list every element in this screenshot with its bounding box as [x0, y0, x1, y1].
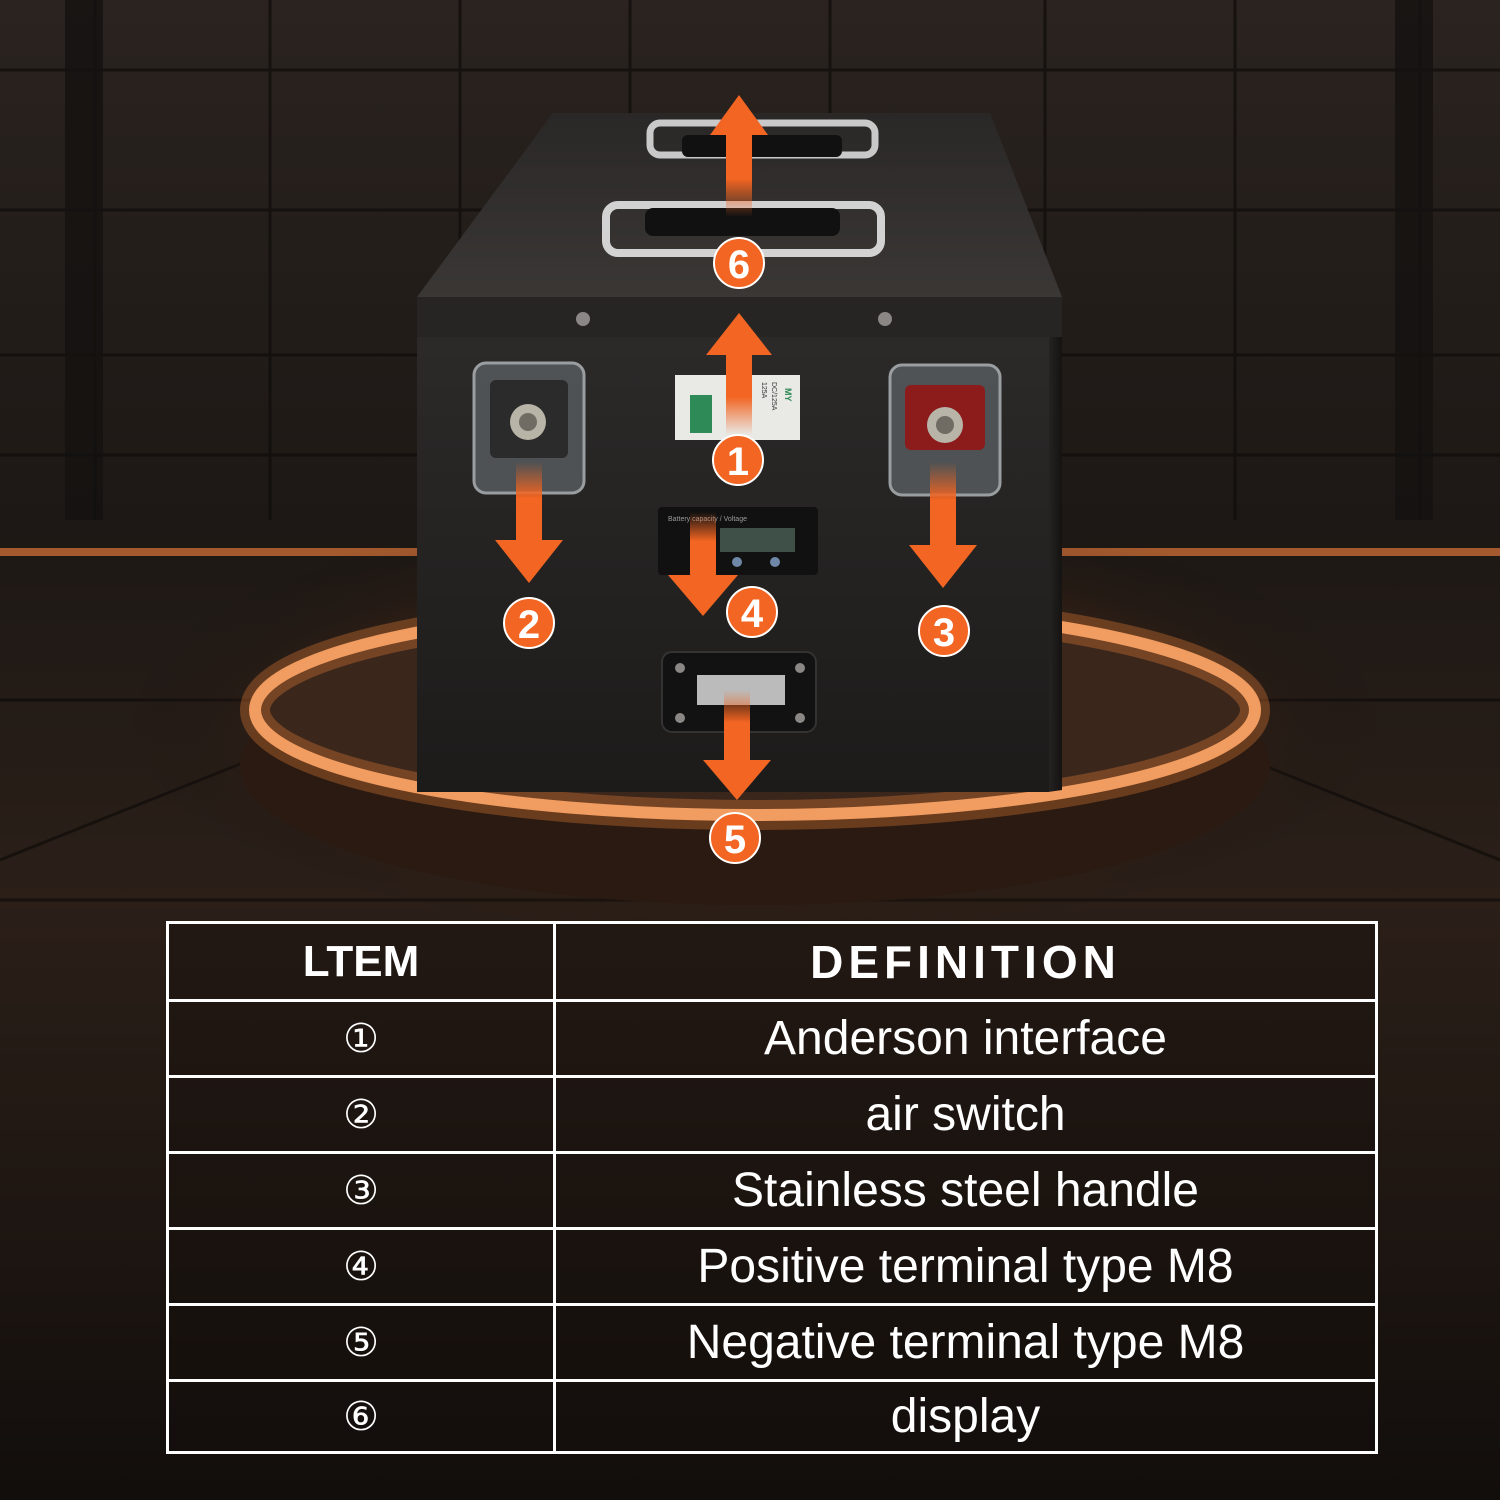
- wall-pillar: [65, 0, 103, 520]
- row-definition: Positive terminal type M8: [697, 1240, 1234, 1293]
- row-definition: display: [890, 1390, 1041, 1443]
- row-item-number: ⑤: [343, 1319, 379, 1366]
- row-item-number: ④: [343, 1243, 379, 1290]
- table-row: ① Anderson interface: [169, 999, 1375, 1075]
- spec-table: LTEM DEFINITION ① Anderson interface ② a…: [166, 921, 1378, 1454]
- svg-text:5: 5: [724, 818, 746, 862]
- capacity-display: Battery capacity / Voltage: [658, 507, 818, 575]
- box-side: [1048, 297, 1062, 792]
- svg-text:4: 4: [741, 592, 764, 636]
- row-definition: air switch: [865, 1088, 1066, 1141]
- callout-arrow-6: [710, 95, 768, 217]
- switch-rating-label: DC/125A: [770, 382, 777, 411]
- row-definition: Stainless steel handle: [732, 1164, 1199, 1217]
- callout-badge-4: 4: [726, 586, 778, 638]
- row-item-number: ②: [343, 1091, 379, 1138]
- svg-text:1: 1: [727, 440, 749, 484]
- screw: [878, 312, 892, 326]
- callout-badge-3: 3: [918, 605, 970, 657]
- callout-badge-2: 2: [503, 597, 555, 649]
- table-row: ⑤ Negative terminal type M8: [169, 1303, 1375, 1379]
- callout-arrow-4: [668, 512, 738, 616]
- row-item-number: ⑥: [343, 1393, 379, 1440]
- header-item: LTEM: [302, 936, 420, 986]
- positive-terminal: [888, 363, 1002, 497]
- header-definition: DEFINITION: [810, 935, 1121, 988]
- svg-text:3: 3: [933, 611, 955, 655]
- callout-arrow-3: [909, 462, 977, 588]
- row-definition: Anderson interface: [764, 1012, 1167, 1065]
- svg-text:6: 6: [728, 243, 750, 287]
- switch-rating-label: 125A: [760, 382, 767, 399]
- row-item-number: ③: [343, 1167, 379, 1214]
- table-row: ⑥ display: [169, 1379, 1375, 1451]
- row-definition: Negative terminal type M8: [686, 1316, 1245, 1369]
- callout-badge-6: 6: [713, 237, 765, 289]
- table-row: ② air switch: [169, 1075, 1375, 1151]
- table-row: ③ Stainless steel handle: [169, 1151, 1375, 1227]
- wall-pillar: [1395, 0, 1433, 520]
- callout-arrow-1: [706, 313, 772, 435]
- screw: [576, 312, 590, 326]
- table-header-row: LTEM DEFINITION: [169, 924, 1375, 999]
- table-row: ④ Positive terminal type M8: [169, 1227, 1375, 1303]
- svg-text:2: 2: [518, 603, 540, 647]
- callout-badge-5: 5: [709, 812, 761, 864]
- negative-terminal: [472, 361, 586, 495]
- stainless-handle: [646, 119, 879, 159]
- callout-badge-1: 1: [712, 434, 764, 486]
- callout-arrow-2: [495, 462, 563, 583]
- column-divider: [553, 924, 556, 1451]
- callout-arrow-5: [703, 690, 771, 800]
- switch-brand-label: MY: [783, 388, 793, 402]
- row-item-number: ①: [343, 1015, 379, 1062]
